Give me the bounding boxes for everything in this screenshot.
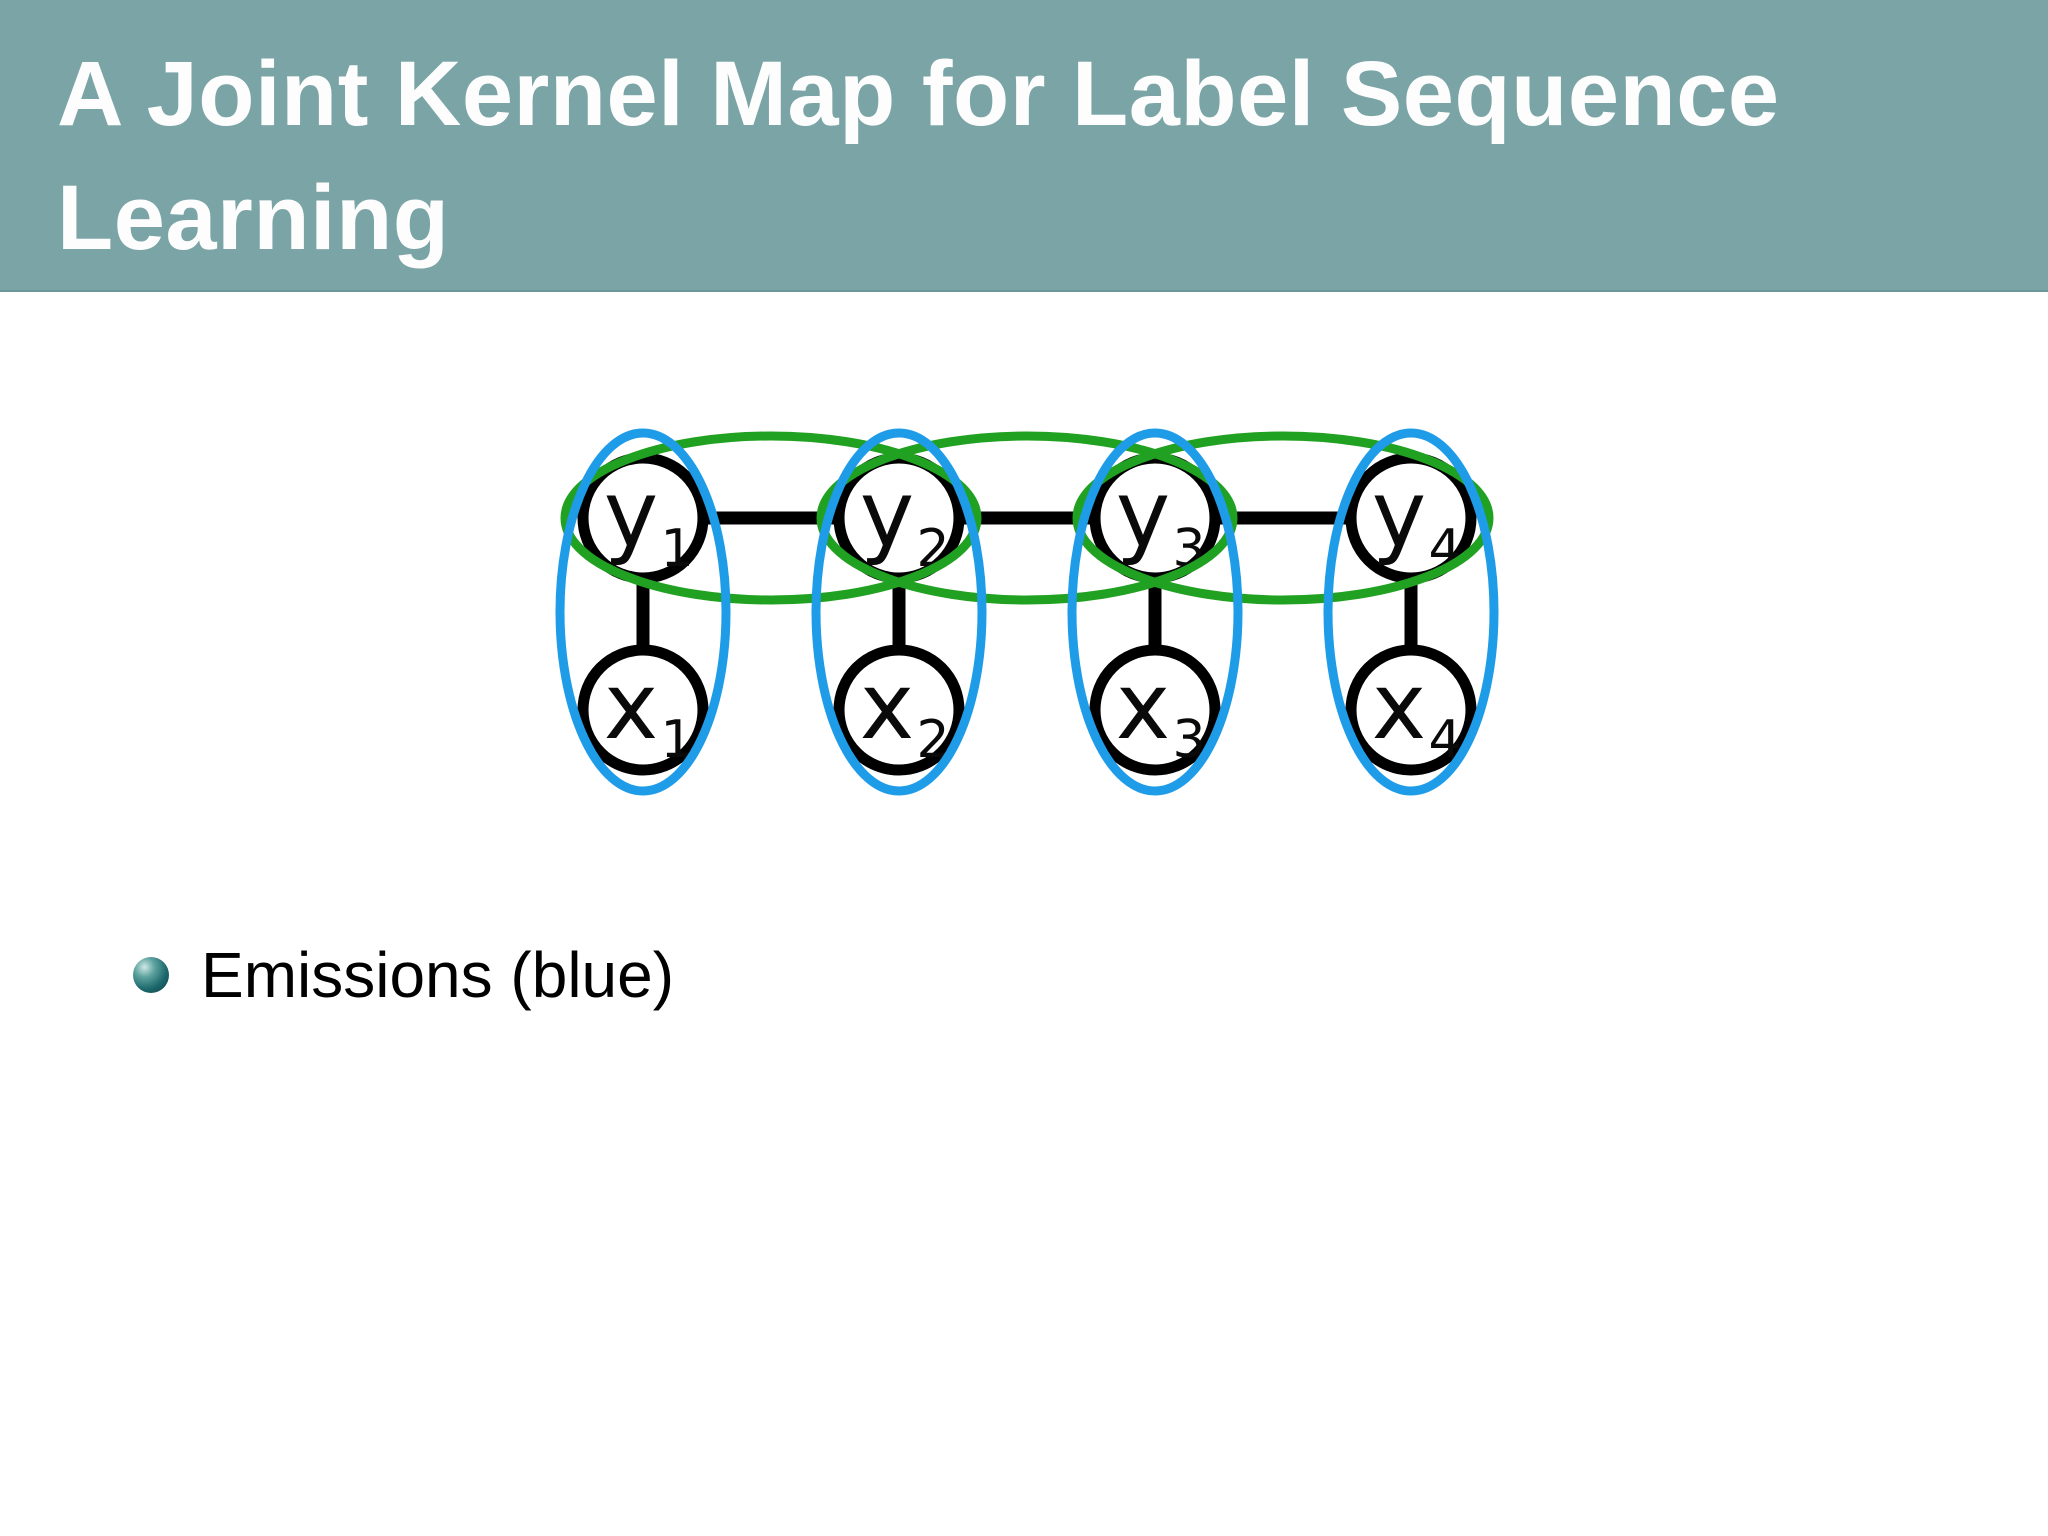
transition-ellipses-green: [560, 431, 1494, 605]
emission-ellipses-blue: [555, 428, 1499, 796]
node-y1-label: y: [604, 461, 658, 568]
node-x4-circle: [1345, 644, 1477, 776]
transition-ellipse-y1-y2: [560, 431, 982, 605]
bullet-ball-icon: [133, 957, 169, 993]
transition-ellipse-y3-y4: [1072, 431, 1494, 605]
node-y4-label: y: [1372, 461, 1426, 568]
transition-ellipse-y2-y3: [816, 431, 1238, 605]
chain-graph-diagram: y 1 y 2 y 3 y 4 x 1 x 2 x 3 x 4: [555, 428, 1499, 796]
graph-edges: [636, 511, 1418, 710]
node-y1-subscript: 1: [660, 519, 693, 579]
node-x1-circle: [577, 644, 709, 776]
emission-ellipse-y2-x2: [811, 428, 987, 796]
graph-node-labels: y 1 y 2 y 3 y 4 x 1 x 2 x 3 x 4: [604, 461, 1462, 770]
slide-title-line-1: A Joint Kernel Map for Label Sequence: [57, 43, 1780, 145]
node-y2-label: y: [860, 461, 914, 568]
node-x3-label: x: [1116, 653, 1170, 760]
emission-ellipse-y4-x4: [1323, 428, 1499, 796]
node-x3-circle: [1089, 644, 1221, 776]
bullet-item-label: Emissions (blue): [201, 939, 675, 1011]
slide-title-line-2: Learning: [57, 167, 450, 269]
node-x1-label: x: [604, 653, 658, 760]
emission-ellipse-y3-x3: [1067, 428, 1243, 796]
node-x2-label: x: [860, 653, 914, 760]
title-band: A Joint Kernel Map for Label Sequence Le…: [0, 0, 2048, 292]
graph-nodes: [577, 452, 1477, 776]
node-y3-label: y: [1116, 461, 1170, 568]
node-x4-label: x: [1372, 653, 1426, 760]
emission-ellipse-y1-x1: [555, 428, 731, 796]
slide-title: A Joint Kernel Map for Label Sequence Le…: [57, 32, 1780, 280]
bullet-item-emissions: Emissions (blue): [133, 935, 674, 1015]
node-x2-circle: [833, 644, 965, 776]
